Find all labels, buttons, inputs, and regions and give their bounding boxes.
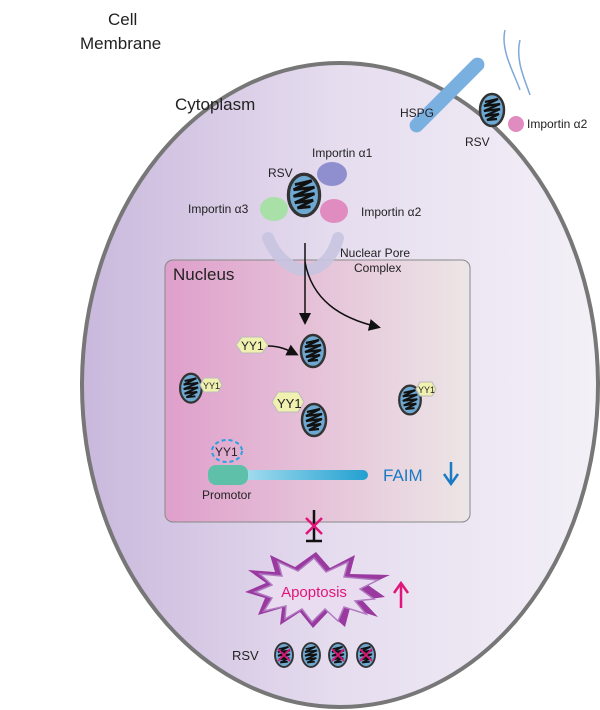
yy1-protein-c xyxy=(271,391,305,413)
faim-gene xyxy=(240,470,368,480)
yy1-binding-arrow xyxy=(267,344,299,356)
rsv-surface-label: RSV xyxy=(465,135,490,149)
rsv-virion-surface xyxy=(478,92,506,128)
importin-a3 xyxy=(260,197,288,221)
cell-membrane-label: Cell xyxy=(108,10,137,29)
yy1-label-d: YY1 xyxy=(418,385,435,395)
apoptosis-label: Apoptosis xyxy=(281,584,347,601)
yy1-protein-a xyxy=(235,336,269,354)
cytoplasm-label: Cytoplasm xyxy=(175,95,255,114)
nuclear-pore-label-2: Complex xyxy=(354,261,401,275)
yy1-label-a: YY1 xyxy=(241,339,264,353)
nuclear-translocation-arrow xyxy=(304,261,381,331)
importin-a2-surface xyxy=(508,116,524,132)
apoptosis-up-arrow xyxy=(392,580,410,608)
yy1-protein-d xyxy=(415,381,437,397)
nuclear-pore-label: Nuclear Pore xyxy=(340,246,410,260)
hspg-label: HSPG xyxy=(400,106,434,120)
importin-a2-label: Importin α2 xyxy=(361,205,422,219)
importin-a1 xyxy=(317,162,347,186)
rsv-virion-inactivated-1 xyxy=(274,642,294,668)
importin-a2 xyxy=(320,199,348,223)
rsv-virion-inactivated-4 xyxy=(356,642,376,668)
rsv-bottom-label: RSV xyxy=(232,648,259,663)
rsv-virion-nucleus xyxy=(299,333,327,369)
faim-down-arrow xyxy=(442,462,460,487)
nucleus-label: Nucleus xyxy=(173,265,234,284)
yy1-dissociated xyxy=(211,439,243,463)
cell-membrane-label-2: Membrane xyxy=(80,34,161,53)
rsv-virion-yy1-bound xyxy=(300,402,328,438)
rsv-complex-label: RSV xyxy=(268,166,293,180)
yy1-label-b: YY1 xyxy=(203,381,220,391)
faim-label: FAIM xyxy=(383,466,423,485)
apoptosis-starburst xyxy=(252,556,381,624)
promotor-label: Promotor xyxy=(202,488,251,502)
rsv-virion-inactivated-3 xyxy=(328,642,348,668)
promotor-region xyxy=(208,465,248,485)
rsv-virion-small-left xyxy=(178,372,203,404)
rsv-virion-2 xyxy=(301,642,321,668)
hspg-receptor xyxy=(409,29,531,133)
importin-a2-surface-label: Importin α2 xyxy=(527,117,588,131)
yy1-protein-b xyxy=(199,377,223,393)
yy1-promotor-label: YY1 xyxy=(215,445,238,459)
yy1-label-c: YY1 xyxy=(277,396,302,411)
importin-a1-label: Importin α1 xyxy=(312,146,373,160)
importin-a3-label: Importin α3 xyxy=(188,202,249,216)
rsv-virion-complex xyxy=(286,172,322,218)
